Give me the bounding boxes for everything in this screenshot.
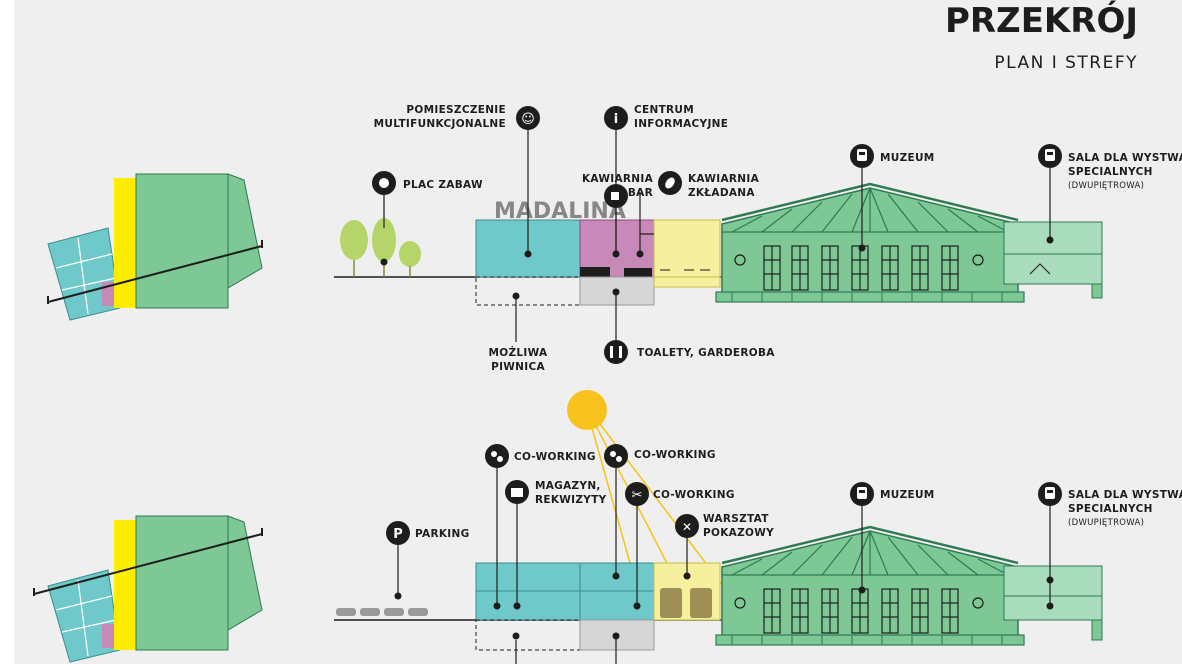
label-basement-2: PIWNICA: [491, 361, 545, 373]
label-hall-bottom-2: SPECIALNYCH: [1068, 503, 1153, 515]
label-basement-1: MOŻLIWA: [489, 345, 548, 359]
label-hall-bottom-1: SALA DLA WYSTWAW: [1068, 489, 1182, 501]
label-storage-1: MAGAZYN,: [535, 480, 601, 492]
label-info-2: INFORMACYJNE: [634, 118, 728, 130]
svg-text:✕: ✕: [682, 520, 692, 534]
info-icon: i: [604, 106, 628, 130]
svg-text:P: P: [393, 527, 403, 542]
label-playground: PLAC ZABAW: [403, 179, 483, 191]
svg-text:☺: ☺: [521, 112, 535, 127]
multifunction-icon: ☺: [516, 106, 540, 130]
label-multifunction-2: MULTIFUNKCJONALNE: [374, 118, 506, 130]
label-museum-bottom: MUZEUM: [880, 489, 935, 501]
watermark: MADALINA: [494, 199, 626, 224]
label-hall-2: SPECIALNYCH: [1068, 166, 1153, 178]
tram-icon: [850, 144, 874, 168]
top-annex-lower: [1003, 253, 1103, 285]
tram-cars: [660, 588, 712, 618]
label-workshop-1: WARSZTAT: [703, 513, 769, 525]
label-cafe-fold-1: KAWIARNIA: [688, 173, 760, 185]
trees: [340, 218, 421, 277]
coffee-icon: [604, 184, 628, 208]
page-subtitle: PLAN I STREFY: [994, 53, 1138, 73]
label-coworking-b: CO-WORKING: [634, 449, 716, 461]
label-multifunction-1: POMIESZCZENIE: [406, 104, 506, 116]
coworking-icon: [604, 444, 628, 468]
folding-cafe-block: [653, 219, 721, 278]
svg-text:i: i: [614, 112, 618, 127]
parking-icon: P: [386, 521, 410, 545]
tram-icon: [850, 482, 874, 506]
wrench-icon: ✕: [675, 514, 699, 538]
top-cut-line: [47, 245, 263, 303]
label-coworking-c: CO-WORKING: [653, 489, 735, 501]
svg-text:✂: ✂: [632, 488, 643, 503]
label-storage-2: REKWIZYTY: [535, 494, 607, 506]
top-annex-upper: [1003, 221, 1103, 255]
toilet-icon: [604, 340, 628, 364]
label-cafe-bar-2: BAR: [628, 187, 653, 199]
basement-block: [475, 276, 581, 306]
tram-icon: [1038, 144, 1062, 168]
cars: [336, 608, 428, 616]
bottom-section: ✂ ✕ P CO-WORKING CO-WORKING CO-WORKING M…: [33, 444, 1182, 664]
leaf-icon: [658, 171, 682, 195]
tram-icon: [1038, 482, 1062, 506]
label-toilets: TOALETY, GARDEROBA: [637, 347, 775, 359]
label-hall-note: (DWUPIĘTROWA): [1068, 181, 1144, 191]
sun: [567, 390, 607, 430]
scissors-icon: ✂: [625, 482, 649, 506]
label-cafe-bar-1: KAWIARNIA: [582, 173, 654, 185]
label-hall-bottom-note: (DWUPIĘTROWA): [1068, 518, 1144, 528]
coworking-icon: [485, 444, 509, 468]
playground-icon: [372, 171, 396, 195]
label-museum: MUZEUM: [880, 152, 935, 164]
label-parking: PARKING: [415, 528, 470, 540]
label-info-1: CENTRUM: [634, 104, 694, 116]
label-coworking-a: CO-WORKING: [514, 451, 596, 463]
box-icon: [505, 480, 529, 504]
top-section: MADALINA ☺ i: [47, 104, 1182, 373]
label-cafe-fold-2: ZKŁADANA: [688, 187, 755, 199]
label-workshop-2: POKAZOWY: [703, 527, 774, 539]
bottom-cut-line: [33, 533, 263, 595]
label-hall-1: SALA DLA WYSTWAW: [1068, 152, 1182, 164]
page-title: PRZEKRÓJ: [945, 0, 1138, 41]
